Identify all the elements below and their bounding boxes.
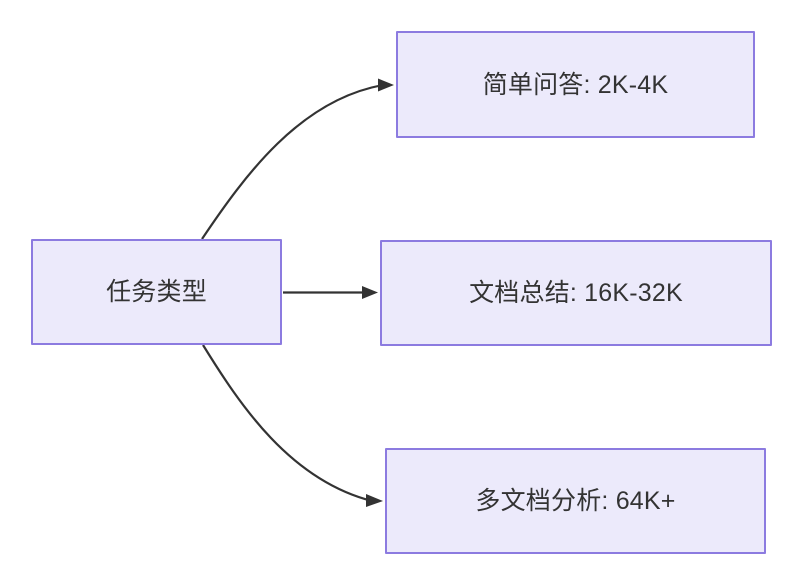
edge-to-doc-summary[interactable] <box>283 286 378 299</box>
node-task-type-label: 任务类型 <box>106 278 207 306</box>
edge-to-multi-doc-path <box>202 344 373 503</box>
edge-to-simple-qa-arrowhead <box>378 78 394 92</box>
node-simple-qa-label: 简单问答: 2K-4K <box>482 70 669 99</box>
edge-to-multi-doc[interactable] <box>202 344 383 507</box>
edge-to-simple-qa-path <box>201 83 384 240</box>
node-doc-summary-label: 文档总结: 16K-32K <box>469 279 683 307</box>
node-multi-doc-label: 多文档分析: 64K+ <box>475 487 676 515</box>
node-doc-summary[interactable]: 文档总结: 16K-32K <box>380 240 772 346</box>
node-task-type[interactable]: 任务类型 <box>31 239 282 345</box>
edge-to-multi-doc-arrowhead <box>366 494 383 507</box>
node-simple-qa[interactable]: 简单问答: 2K-4K <box>396 31 755 138</box>
edge-to-doc-summary-arrowhead <box>362 286 378 299</box>
edge-to-simple-qa[interactable] <box>201 78 394 240</box>
node-multi-doc[interactable]: 多文档分析: 64K+ <box>385 448 766 554</box>
